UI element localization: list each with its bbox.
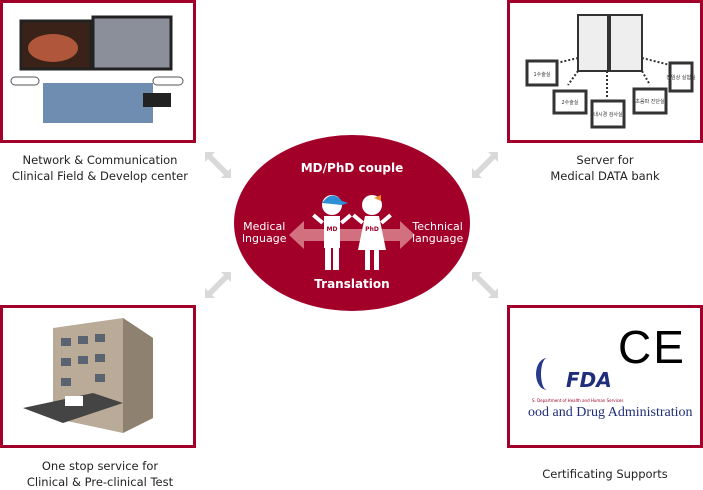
hospital-building-image	[23, 318, 153, 433]
caption-line: Clinical Field & Develop center	[12, 169, 188, 183]
caption-line: Clinical & Pre-clinical Test	[26, 475, 174, 489]
bow-icon	[374, 195, 381, 201]
caption-line: Server for	[576, 153, 634, 167]
fda-dept-text: S. Department of Health and Human Servic…	[532, 398, 624, 403]
monitor-label: 2수술실	[562, 99, 579, 106]
fda-name-text: ood and Drug Administration	[528, 405, 693, 420]
ellipse-title: MD/PhD couple	[300, 161, 404, 175]
diagonal-arrow-icon	[472, 152, 498, 178]
network-panel	[0, 0, 196, 143]
phd-badge: PhD	[365, 226, 379, 233]
caption-line: One stop service for	[41, 459, 159, 473]
monitor-label: 내시경 검사실	[593, 111, 623, 118]
diagonal-arrow-icon	[205, 152, 231, 178]
couple-illustration: MD PhD	[289, 195, 415, 270]
caption-line: Medical DATA bank	[550, 169, 660, 183]
fda-logo: FDA	[566, 368, 612, 392]
server-panel: 1수술실 2수술실 내시경 검사실 초음파 진단실 전임상 실험실	[507, 0, 703, 143]
monitor-label: 1수술실	[534, 71, 551, 78]
ce-logo: CE	[618, 321, 686, 373]
diagonal-arrow-icon	[205, 272, 231, 298]
label-line: Technical	[412, 220, 463, 233]
hospital-panel	[0, 305, 196, 448]
caption-line: Network & Communication	[22, 153, 178, 167]
certification-panel: CE FDA S. Department of Health and Human…	[507, 305, 703, 448]
certification-caption: Certificating Supports	[505, 466, 703, 482]
diagonal-arrow-icon	[472, 272, 498, 298]
server-network-image: 1수술실 2수술실 내시경 검사실 초음파 진단실 전임상 실험실	[525, 14, 696, 129]
surgery-monitors-image	[10, 15, 184, 123]
md-badge: MD	[327, 226, 338, 233]
label-line: language	[412, 232, 464, 245]
translation-label: Translation	[314, 277, 390, 291]
caption-line: Certificating Supports	[542, 467, 668, 481]
label-line: lnguage	[242, 232, 287, 245]
label-line: Medical	[243, 220, 286, 233]
monitor-label: 초음파 진단실	[635, 98, 665, 105]
monitor-label: 전임상 실험실	[666, 74, 696, 81]
cap-icon	[322, 195, 348, 205]
hhs-eagle-icon	[536, 358, 558, 390]
